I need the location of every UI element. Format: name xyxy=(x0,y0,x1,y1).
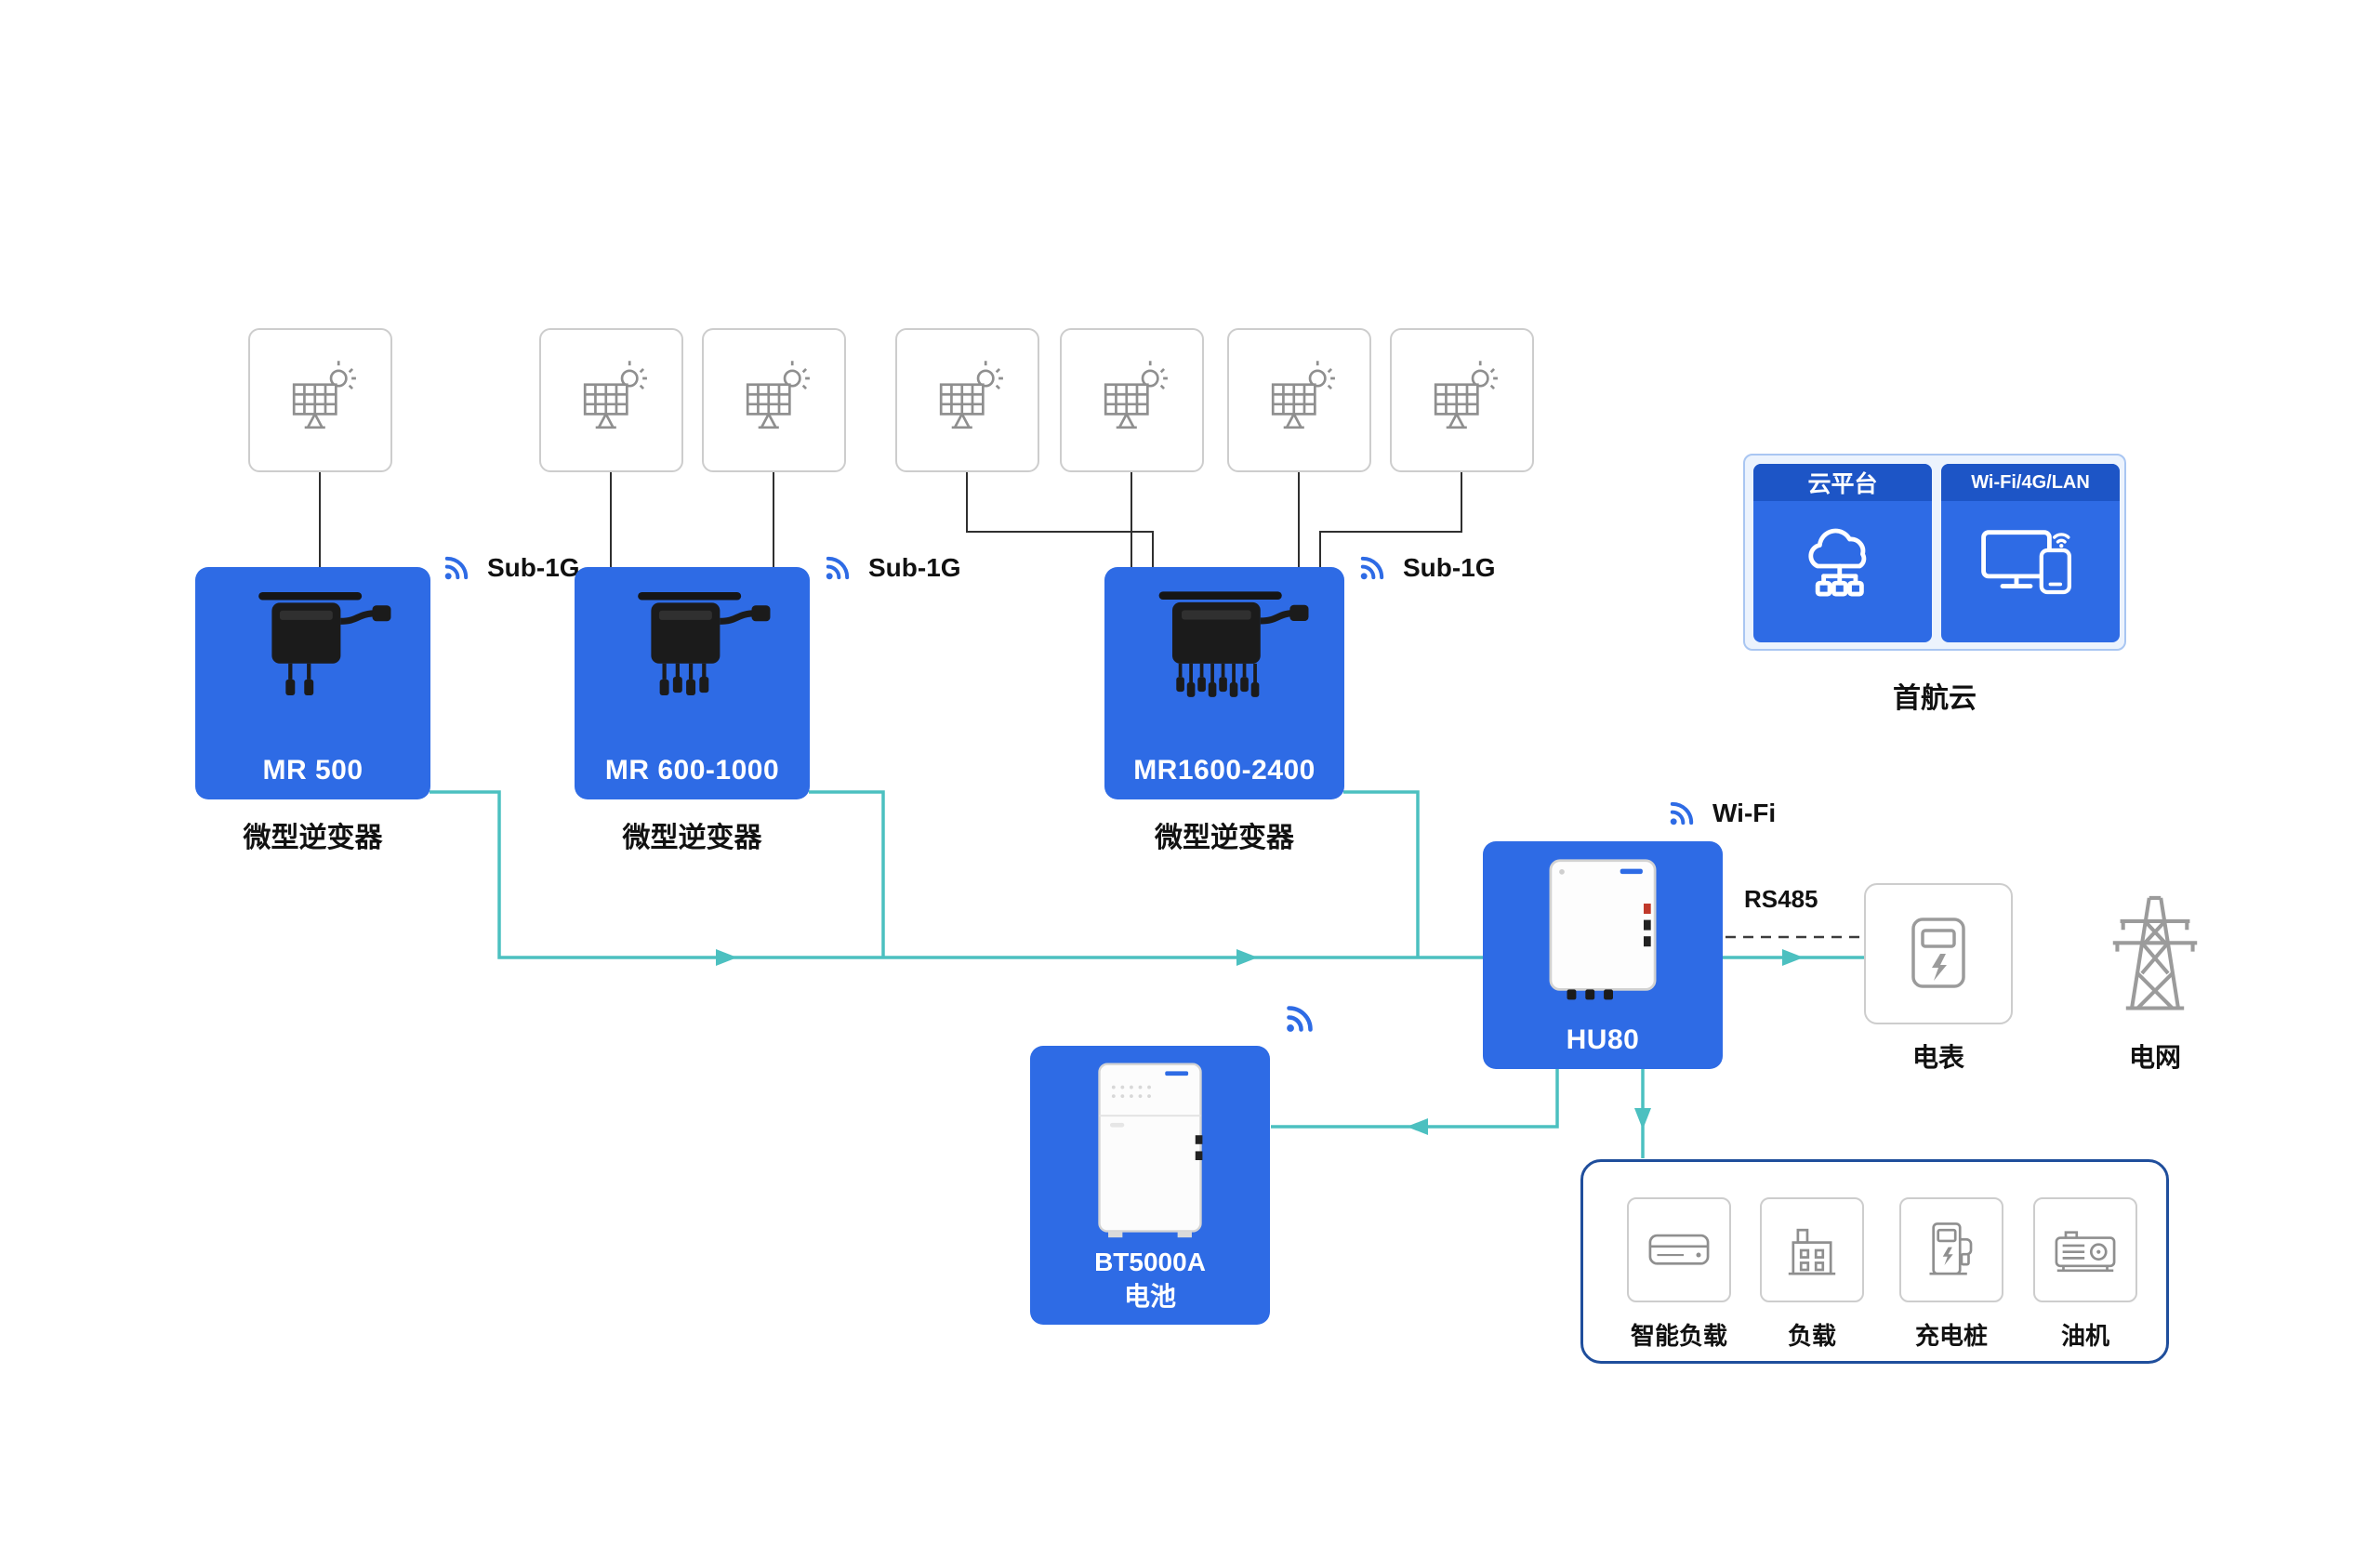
battery-type: 电池 xyxy=(1123,1282,1176,1311)
wifi-icon xyxy=(826,556,850,580)
battery-model: BT5000A xyxy=(1094,1248,1206,1276)
solar-panel xyxy=(1390,328,1534,472)
radio-label: Sub-1G xyxy=(487,553,580,582)
grid-label: 电网 xyxy=(2128,1043,2181,1072)
solar-panel xyxy=(895,328,1039,472)
flow-arrows xyxy=(716,949,1804,1135)
radio-label: Wi-Fi xyxy=(1712,799,1777,827)
sub1g-badge: Sub-1G xyxy=(816,547,961,589)
inverter-mr500: MR 500 xyxy=(195,567,430,799)
battery-bt5000a: BT5000A 电池 xyxy=(1030,1046,1270,1325)
meter-box xyxy=(1864,883,2013,1024)
solar-panel-icon xyxy=(583,360,647,429)
radio-label: Sub-1G xyxy=(1403,553,1496,582)
radio-label: Sub-1G xyxy=(868,553,961,582)
inverter-model: MR 500 xyxy=(262,755,364,786)
grid-tower-icon xyxy=(2112,895,2198,1010)
solar-panel xyxy=(1227,328,1371,472)
solar-panel-icon xyxy=(1104,360,1168,429)
loads-group: 智能负载 负载 xyxy=(1580,1159,2169,1364)
building-load-icon xyxy=(1788,1228,1836,1275)
connectivity-card: Wi-Fi/4G/LAN xyxy=(1941,464,2120,642)
solar-panel xyxy=(539,328,683,472)
rs485-label: RS485 xyxy=(1744,885,1818,913)
load-box xyxy=(1760,1197,1864,1302)
load-label: 负载 xyxy=(1787,1322,1836,1350)
inverter-type-label: 微型逆变器 xyxy=(243,823,383,853)
inverter-type-label: 微型逆变器 xyxy=(622,823,762,853)
cloud-platform-card: 云平台 xyxy=(1753,464,1932,642)
meter-label: 电表 xyxy=(1911,1043,1964,1072)
inverter-mr1600-2400: MR1600-2400 xyxy=(1104,567,1344,799)
load-item-charger: 充电桩 xyxy=(1899,1197,2003,1352)
solar-panel-icon xyxy=(1271,360,1335,429)
solar-panel xyxy=(702,328,846,472)
hub-hu80: HU80 xyxy=(1483,841,1723,1069)
cloud-name: 首航云 xyxy=(1893,683,1977,714)
solar-panel-icon xyxy=(1434,360,1498,429)
battery-device-icon xyxy=(1098,1063,1203,1238)
ev-charger-icon xyxy=(1929,1221,1973,1275)
solar-panel-icon xyxy=(746,360,810,429)
sub1g-badge: Sub-1G xyxy=(1351,547,1496,589)
cloud-network-icon xyxy=(1808,528,1867,597)
monitor-phone-icon xyxy=(1981,530,2071,595)
smart-load-icon xyxy=(1648,1234,1710,1265)
solar-panel-icon xyxy=(292,360,356,429)
inverter-model: MR 600-1000 xyxy=(604,755,780,786)
connectivity-title: Wi-Fi/4G/LAN xyxy=(1941,464,2120,501)
solar-panel xyxy=(1060,328,1204,472)
cloud-platform-title: 云平台 xyxy=(1753,464,1932,501)
wifi-icon xyxy=(444,556,469,580)
hub-wifi-badge: Wi-Fi xyxy=(1660,792,1776,835)
load-item-smart-load: 智能负载 xyxy=(1627,1197,1731,1352)
load-item-generator: 油机 xyxy=(2033,1197,2137,1352)
inverter-type-label: 微型逆变器 xyxy=(1155,823,1294,853)
load-item-load: 负载 xyxy=(1760,1197,1864,1352)
inverter-mr600-1000: MR 600-1000 xyxy=(575,567,810,799)
solar-panel xyxy=(248,328,392,472)
micro-inverter-icon xyxy=(258,591,391,695)
grid-tower xyxy=(2082,870,2228,1024)
sub1g-badge: Sub-1G xyxy=(435,547,580,589)
wifi-icon xyxy=(1287,1006,1313,1032)
battery-labels: BT5000A 电池 xyxy=(1030,1245,1270,1314)
micro-inverter-icon xyxy=(1158,591,1309,697)
micro-inverter-icon xyxy=(638,591,771,695)
hub-model: HU80 xyxy=(1566,1024,1640,1055)
generator-icon xyxy=(2055,1230,2116,1272)
meter-icon xyxy=(1911,918,1965,988)
cloud-platform-group: 云平台 Wi-Fi/4G/LAN xyxy=(1743,454,2126,651)
wifi-icon xyxy=(1360,556,1384,580)
battery-wifi-badge xyxy=(1276,995,1324,1048)
generator-box xyxy=(2033,1197,2137,1302)
load-label: 充电桩 xyxy=(1914,1322,1988,1350)
charger-box xyxy=(1899,1197,2003,1302)
solar-panel-icon xyxy=(939,360,1003,429)
load-label: 油机 xyxy=(2060,1322,2109,1350)
inverter-model: MR1600-2400 xyxy=(1133,755,1316,786)
wifi-icon xyxy=(1670,801,1694,825)
hub-device-icon xyxy=(1549,859,1657,1000)
smart-load-box xyxy=(1627,1197,1731,1302)
load-label: 智能负载 xyxy=(1630,1322,1727,1350)
